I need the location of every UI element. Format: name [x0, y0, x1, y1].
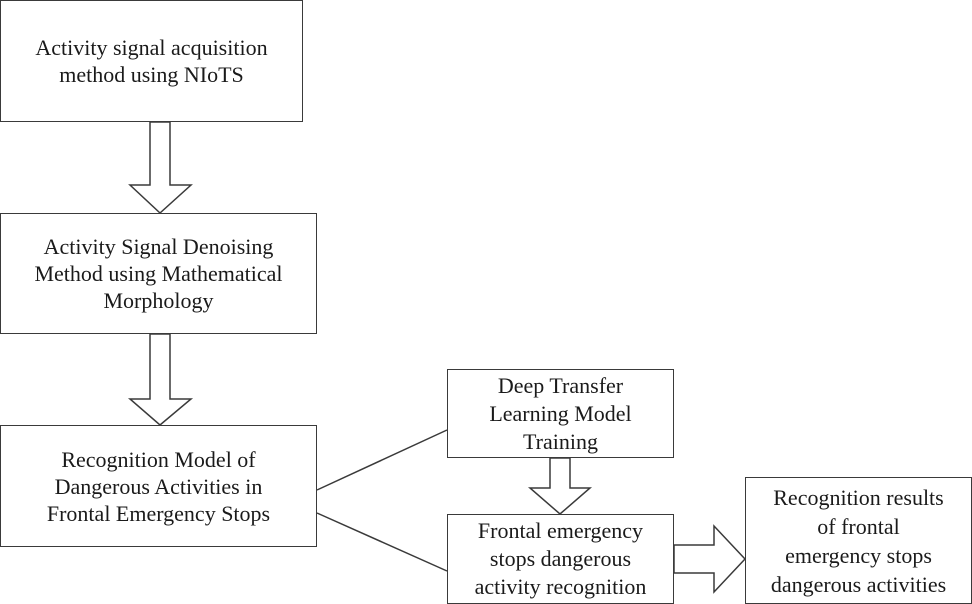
down-arrow-2 — [127, 333, 194, 426]
box-recognition-results-line-3: emergency stops — [785, 542, 932, 568]
branch-line-upper — [316, 429, 448, 491]
box-signal-acquisition: Activity signal acquisition method using… — [0, 0, 303, 122]
box-signal-denoising: Activity Signal Denoising Method using M… — [0, 213, 317, 334]
box-recognition-model-line-2: Dangerous Activities in — [54, 473, 263, 499]
box-frontal-recognition-line-1: Frontal emergency — [477, 518, 644, 543]
box-frontal-recognition-line-3: activity recognition — [474, 574, 647, 599]
box-recognition-model: Recognition Model of Dangerous Activitie… — [0, 425, 317, 547]
down-arrow-3 — [527, 457, 593, 515]
box-recognition-results-line-1: Recognition results — [773, 484, 944, 510]
box-recognition-results: Recognition results of frontal emergency… — [745, 477, 972, 604]
box-recognition-model-line-3: Frontal Emergency Stops — [46, 500, 271, 526]
box-recognition-model-line-1: Recognition Model of — [61, 446, 256, 472]
box-signal-acquisition-line-2: method using NIoTS — [59, 62, 244, 87]
box-frontal-activity-recognition: Frontal emergency stops dangerous activi… — [447, 514, 674, 604]
box-frontal-recognition-line-2: stops dangerous — [489, 546, 632, 571]
box-transfer-learning-training: Deep Transfer Learning Model Training — [447, 369, 674, 458]
box-recognition-results-line-2: of frontal — [817, 513, 900, 539]
down-arrow-1 — [128, 121, 193, 215]
box-transfer-learning-line-2: Learning Model — [489, 400, 632, 426]
box-transfer-learning-line-1: Deep Transfer — [497, 372, 624, 398]
box-signal-denoising-line-3: Morphology — [103, 288, 214, 313]
box-signal-acquisition-line-1: Activity signal acquisition — [35, 35, 268, 60]
branch-line-lower — [316, 512, 448, 572]
box-signal-denoising-line-1: Activity Signal Denoising — [43, 234, 274, 259]
box-signal-denoising-line-2: Method using Mathematical — [34, 261, 283, 286]
box-recognition-results-line-4: dangerous activities — [770, 571, 947, 597]
right-arrow — [673, 524, 747, 594]
box-transfer-learning-line-3: Training — [523, 428, 598, 454]
